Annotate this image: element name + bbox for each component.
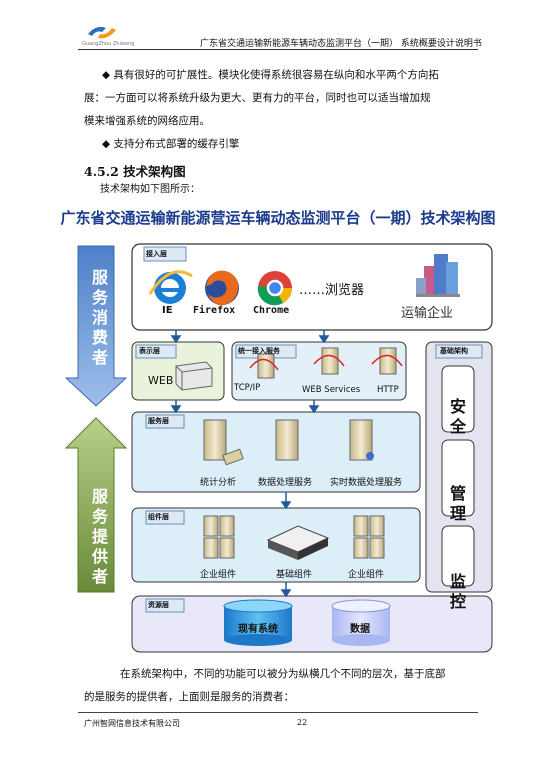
page-number: 22	[297, 718, 308, 727]
provider-char-5: 者	[91, 567, 108, 586]
display-layer-label-box	[135, 344, 177, 359]
monitor-label: 监 控	[442, 572, 474, 612]
consumer-char-5: 者	[91, 348, 108, 367]
document-header-title: 广东省交通运输新能源车辆动态监测平台（一期） 系统概要设计说明书	[200, 39, 482, 49]
management-label: 管 理	[442, 484, 474, 524]
architecture-diagram	[64, 243, 493, 653]
closing-para-line2: 的是服务的提供者，上面则是服务的消费者：	[84, 691, 294, 703]
service-item-data-processing: 数据处理服务	[258, 478, 313, 488]
display-layer-label: 表示层	[139, 347, 160, 355]
base-component-device-icon	[266, 525, 330, 560]
monitor-char-2: 控	[449, 592, 466, 611]
existing-system-database-icon	[223, 599, 293, 646]
intro-text: 技术架构如下图所示：	[100, 184, 200, 195]
provider-char-4: 供	[91, 547, 108, 566]
tcp-label: TCP/IP	[234, 383, 261, 393]
chrome-label: Chrome	[253, 305, 290, 316]
firefox-icon	[205, 270, 239, 306]
consumer-char-2: 务	[91, 288, 108, 307]
tcp-server-icon	[249, 353, 279, 379]
component-layer-label: 组件层	[148, 513, 169, 521]
infrastructure-label: 基础架构	[440, 347, 468, 355]
component-item-base: 基础组件	[276, 570, 313, 580]
management-box	[441, 439, 475, 517]
web-label: WEB	[148, 374, 174, 387]
service-layer-label-box	[145, 414, 185, 429]
enterprise-label: 运输企业	[401, 306, 454, 321]
service-item-stats: 统计分析	[200, 478, 237, 488]
security-box	[441, 365, 475, 433]
provider-char-2: 务	[91, 507, 108, 526]
data-database-icon	[331, 599, 391, 646]
http-label: HTTP	[377, 385, 399, 395]
security-char-2: 全	[449, 417, 466, 436]
management-char-2: 理	[449, 504, 466, 523]
provider-arrow	[64, 417, 128, 593]
service-layer-label: 服务层	[148, 417, 169, 425]
closing-para-line1: 在系统架构中，不同的功能可以被分为纵横几个不同的层次，基于底部	[120, 668, 446, 680]
resource-layer-label-box	[145, 598, 185, 613]
security-char-1: 安	[449, 397, 466, 416]
ie-label: IE	[162, 305, 173, 316]
section-heading: 4.5.2 技术架构图	[84, 164, 186, 179]
service-item-realtime: 实时数据处理服务	[330, 478, 403, 488]
provider-char-3: 提	[91, 527, 108, 546]
enterprise-component-server-icon	[203, 515, 235, 559]
consumer-char-4: 费	[91, 328, 108, 347]
firefox-label: Firefox	[193, 305, 236, 316]
provider-label: 服 务 提 供 者	[82, 487, 118, 587]
provider-char-1: 服	[91, 487, 108, 506]
http-server-icon	[371, 347, 403, 375]
access-layer-label-box	[143, 246, 187, 262]
management-char-1: 管	[449, 484, 466, 503]
enterprise-building-icon	[416, 254, 460, 297]
figure-title: 广东省交通运输新能源营运车辆动态监测平台（一期）技术架构图	[60, 209, 496, 227]
data-processing-server-icon	[275, 419, 299, 461]
resource-layer-box	[131, 595, 493, 653]
logo-text: GuangZhou Zhiwang	[82, 41, 135, 47]
company-logo	[84, 22, 124, 52]
bullet-cache-engine: ◆ 支持分布式部署的缓存引擎	[102, 138, 240, 150]
header-rule	[78, 49, 478, 50]
bullet-scalability-line2: 展：一方面可以将系统升级为更大、更有力的平台，同时也可以适当增加规	[84, 92, 431, 104]
chrome-icon	[257, 271, 292, 306]
consumer-label: 服 务 消 费 者	[82, 268, 118, 368]
webservices-label: WEB Services	[302, 385, 361, 395]
infrastructure-label-box	[435, 344, 483, 359]
consumer-char-3: 消	[91, 308, 108, 327]
bullet-scalability-line3: 模来增强系统的网络应用。	[84, 115, 210, 127]
footer-company: 广州智网信息技术有限公司	[84, 719, 180, 728]
monitor-char-1: 监	[449, 572, 466, 591]
access-layer-label: 接入层	[146, 250, 167, 258]
ie-icon	[148, 270, 193, 304]
existing-system-label: 现有系统	[238, 624, 278, 635]
monitor-box	[441, 525, 475, 587]
consumer-char-1: 服	[91, 268, 108, 287]
stats-server-icon	[203, 419, 244, 466]
component-layer-label-box	[145, 510, 185, 525]
resource-layer-label: 资源层	[148, 601, 169, 609]
realtime-server-icon	[349, 419, 374, 461]
unified-access-label: 统一接入服务	[238, 347, 280, 355]
bullet-scalability-line1: ◆ 具有很好的可扩展性。模块化使得系统很容易在纵向和水平两个方向拓	[102, 69, 439, 81]
consumer-arrow	[64, 245, 128, 407]
browser-label: ……浏览器	[299, 283, 365, 298]
access-layer-box	[131, 243, 493, 331]
webservices-server-icon	[313, 347, 345, 375]
enterprise-component-server-icon-2	[353, 515, 385, 559]
layer-connectors	[170, 330, 330, 598]
component-item-enterprise-2: 企业组件	[348, 570, 385, 580]
web-server-icon	[175, 361, 213, 391]
security-label: 安 全	[442, 397, 474, 437]
footer-rule	[78, 712, 478, 713]
component-item-enterprise-1: 企业组件	[200, 570, 237, 580]
data-label: 数据	[350, 624, 370, 635]
